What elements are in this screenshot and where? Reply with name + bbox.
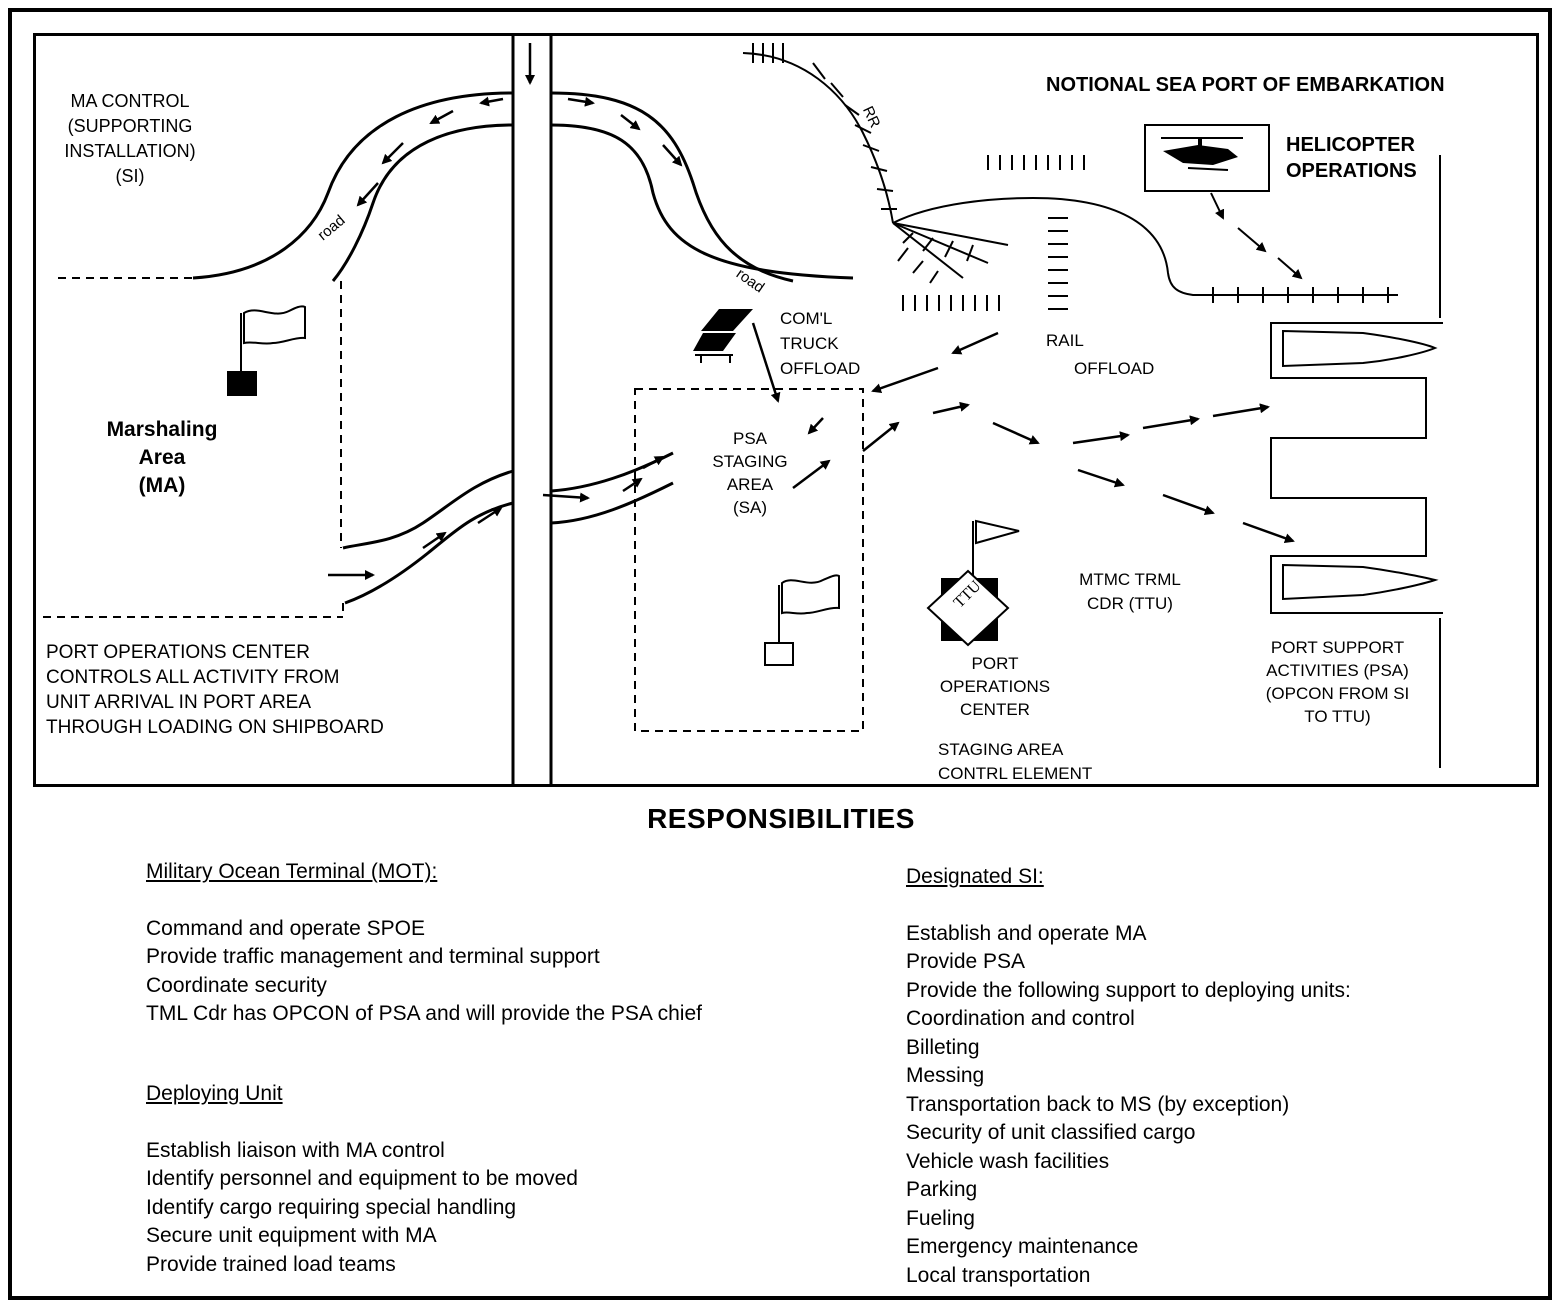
sa-flag-icon bbox=[764, 574, 840, 666]
berths bbox=[1270, 155, 1443, 768]
rail-ties bbox=[752, 43, 1389, 311]
responsibilities-title: RESPONSIBILITIES bbox=[647, 803, 915, 834]
helicopter-icon bbox=[1161, 137, 1243, 171]
marshaling-area-label: Marshaling Area (MA) bbox=[106, 418, 218, 497]
deploying-section: Deploying Unit Establish liaison with MA… bbox=[146, 1080, 578, 1279]
direction-arrows bbox=[328, 43, 1295, 580]
list-item: Billeting bbox=[906, 1035, 980, 1059]
list-item: Establish and operate MA bbox=[906, 921, 1147, 945]
list-item: Local transportation bbox=[906, 1263, 1091, 1287]
helicopter-label: HELICOPTER OPERATIONS bbox=[1286, 134, 1417, 182]
truck-icon bbox=[693, 309, 753, 363]
list-item: Identify cargo requiring special handlin… bbox=[146, 1195, 517, 1219]
page-frame bbox=[8, 8, 1552, 1300]
list-item: Provide the following support to deployi… bbox=[906, 978, 1351, 1002]
psa-activities-label: PORT SUPPORT ACTIVITIES (PSA) (OPCON FRO… bbox=[1265, 638, 1410, 726]
list-item: Transportation back to MS (by exception) bbox=[906, 1092, 1290, 1116]
list-item: Fueling bbox=[906, 1206, 975, 1230]
list-item: TML Cdr has OPCON of PSA and will provid… bbox=[146, 1002, 702, 1025]
main-road bbox=[192, 35, 854, 787]
list-item: Secure unit equipment with MA bbox=[146, 1224, 437, 1247]
rail-label: RAIL bbox=[1046, 331, 1084, 350]
mot-section: Military Ocean Terminal (MOT): Command a… bbox=[146, 858, 702, 1029]
psa-staging-label: PSA STAGING AREA (SA) bbox=[712, 429, 788, 517]
list-item: Parking bbox=[906, 1178, 978, 1201]
mtmc-label: MTMC TRML CDR (TTU) bbox=[1079, 570, 1181, 613]
mot-heading: Military Ocean Terminal (MOT): bbox=[146, 860, 438, 883]
port-diagram bbox=[33, 33, 1539, 787]
port-title: NOTIONAL SEA PORT OF EMBARKATION bbox=[1046, 74, 1445, 96]
diagram-border bbox=[33, 33, 1539, 787]
list-item: Establish liaison with MA control bbox=[146, 1138, 445, 1162]
list-item: Provide PSA bbox=[906, 950, 1026, 973]
comml-truck-label: COM'L TRUCK OFFLOAD bbox=[780, 309, 861, 378]
list-item: Security of unit classified cargo bbox=[906, 1121, 1196, 1144]
list-item: Provide traffic management and terminal … bbox=[146, 945, 600, 968]
rail-lines bbox=[742, 52, 1398, 310]
si-section: Designated SI: Establish and operate MA … bbox=[906, 863, 1351, 1290]
ma-control-label: MA CONTROL (SUPPORTING INSTALLATION) (SI… bbox=[64, 91, 196, 186]
ma-flag-icon bbox=[227, 305, 306, 396]
list-item: Vehicle wash facilities bbox=[906, 1149, 1110, 1173]
list-item: Coordination and control bbox=[906, 1007, 1135, 1030]
list-item: Identify personnel and equipment to be m… bbox=[146, 1167, 578, 1190]
poc-controls-label: PORT OPERATIONS CENTER CONTROLS ALL ACTI… bbox=[46, 642, 384, 738]
list-item: Provide trained load teams bbox=[146, 1252, 396, 1276]
port-ops-center-label: PORT OPERATIONS CENTER bbox=[939, 654, 1051, 719]
deploying-heading: Deploying Unit bbox=[146, 1082, 283, 1105]
list-item: Command and operate SPOE bbox=[146, 916, 425, 940]
dashed-boundaries bbox=[43, 277, 864, 732]
offload-label: OFFLOAD bbox=[1074, 359, 1155, 378]
list-item: Messing bbox=[906, 1064, 985, 1087]
list-item: Emergency maintenance bbox=[906, 1235, 1139, 1258]
ttu-flag-icon bbox=[926, 519, 1020, 647]
si-heading: Designated SI: bbox=[906, 865, 1044, 888]
list-item: Coordinate security bbox=[146, 973, 327, 997]
helicopter-route bbox=[1210, 192, 1303, 280]
staging-control-label: STAGING AREA CONTRL ELEMENT bbox=[938, 740, 1093, 783]
